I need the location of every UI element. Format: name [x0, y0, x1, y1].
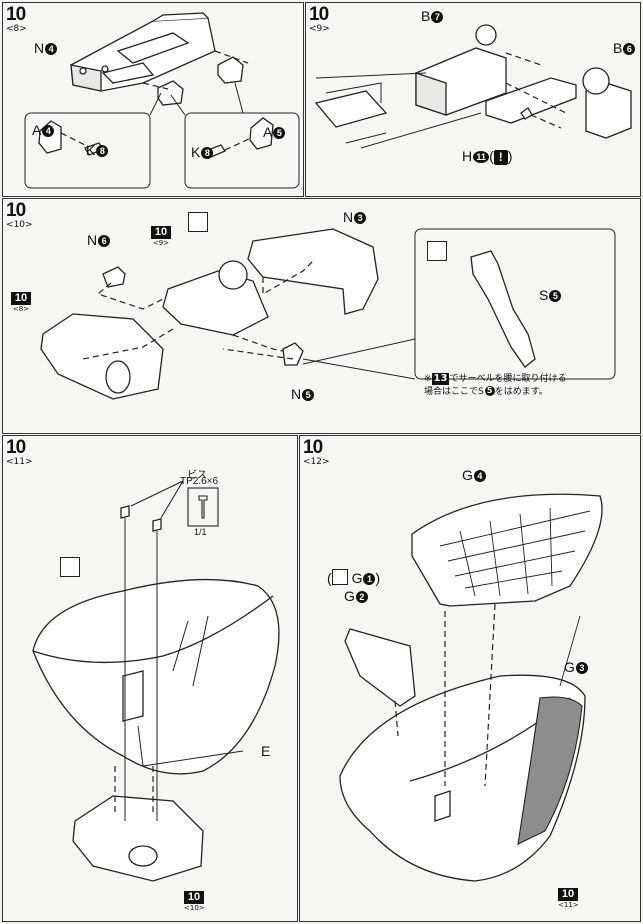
label-e: E: [261, 743, 271, 759]
step-9-illustration: [314, 24, 632, 149]
ref-step-11: 10<11>: [558, 888, 579, 909]
knife-tool-icon: [427, 241, 447, 261]
step-number: 10<12>: [303, 437, 330, 467]
step-number: 10<10>: [6, 200, 33, 230]
label-screw-title: ビス: [187, 470, 207, 481]
label-screw-ratio: 1/1: [194, 527, 207, 537]
ref-step-9: 10<9>: [151, 226, 171, 247]
step-12-illustration: [339, 493, 603, 882]
step-11-illustration: [32, 480, 280, 882]
step-number: 10<11>: [6, 437, 33, 467]
step-number: 10<8>: [6, 4, 27, 34]
ref-step-8: 10<8>: [11, 292, 31, 313]
step-10-illustration: [40, 228, 616, 400]
step-8-illustration: [24, 12, 300, 189]
caution-icon: !: [493, 150, 508, 165]
panel-step-10-11: 10<11> ビス TP2.6×6 1/1 E 10<10>: [2, 435, 298, 922]
screwdriver-tool-icon: [60, 557, 80, 577]
label-screw-spec: TP2.6×6: [180, 476, 219, 487]
step-number: 10<9>: [309, 4, 330, 34]
ref-step-10: 10<10>: [184, 891, 205, 912]
sticker-icon: [331, 569, 348, 585]
cutter-tool-icon: [188, 212, 208, 232]
